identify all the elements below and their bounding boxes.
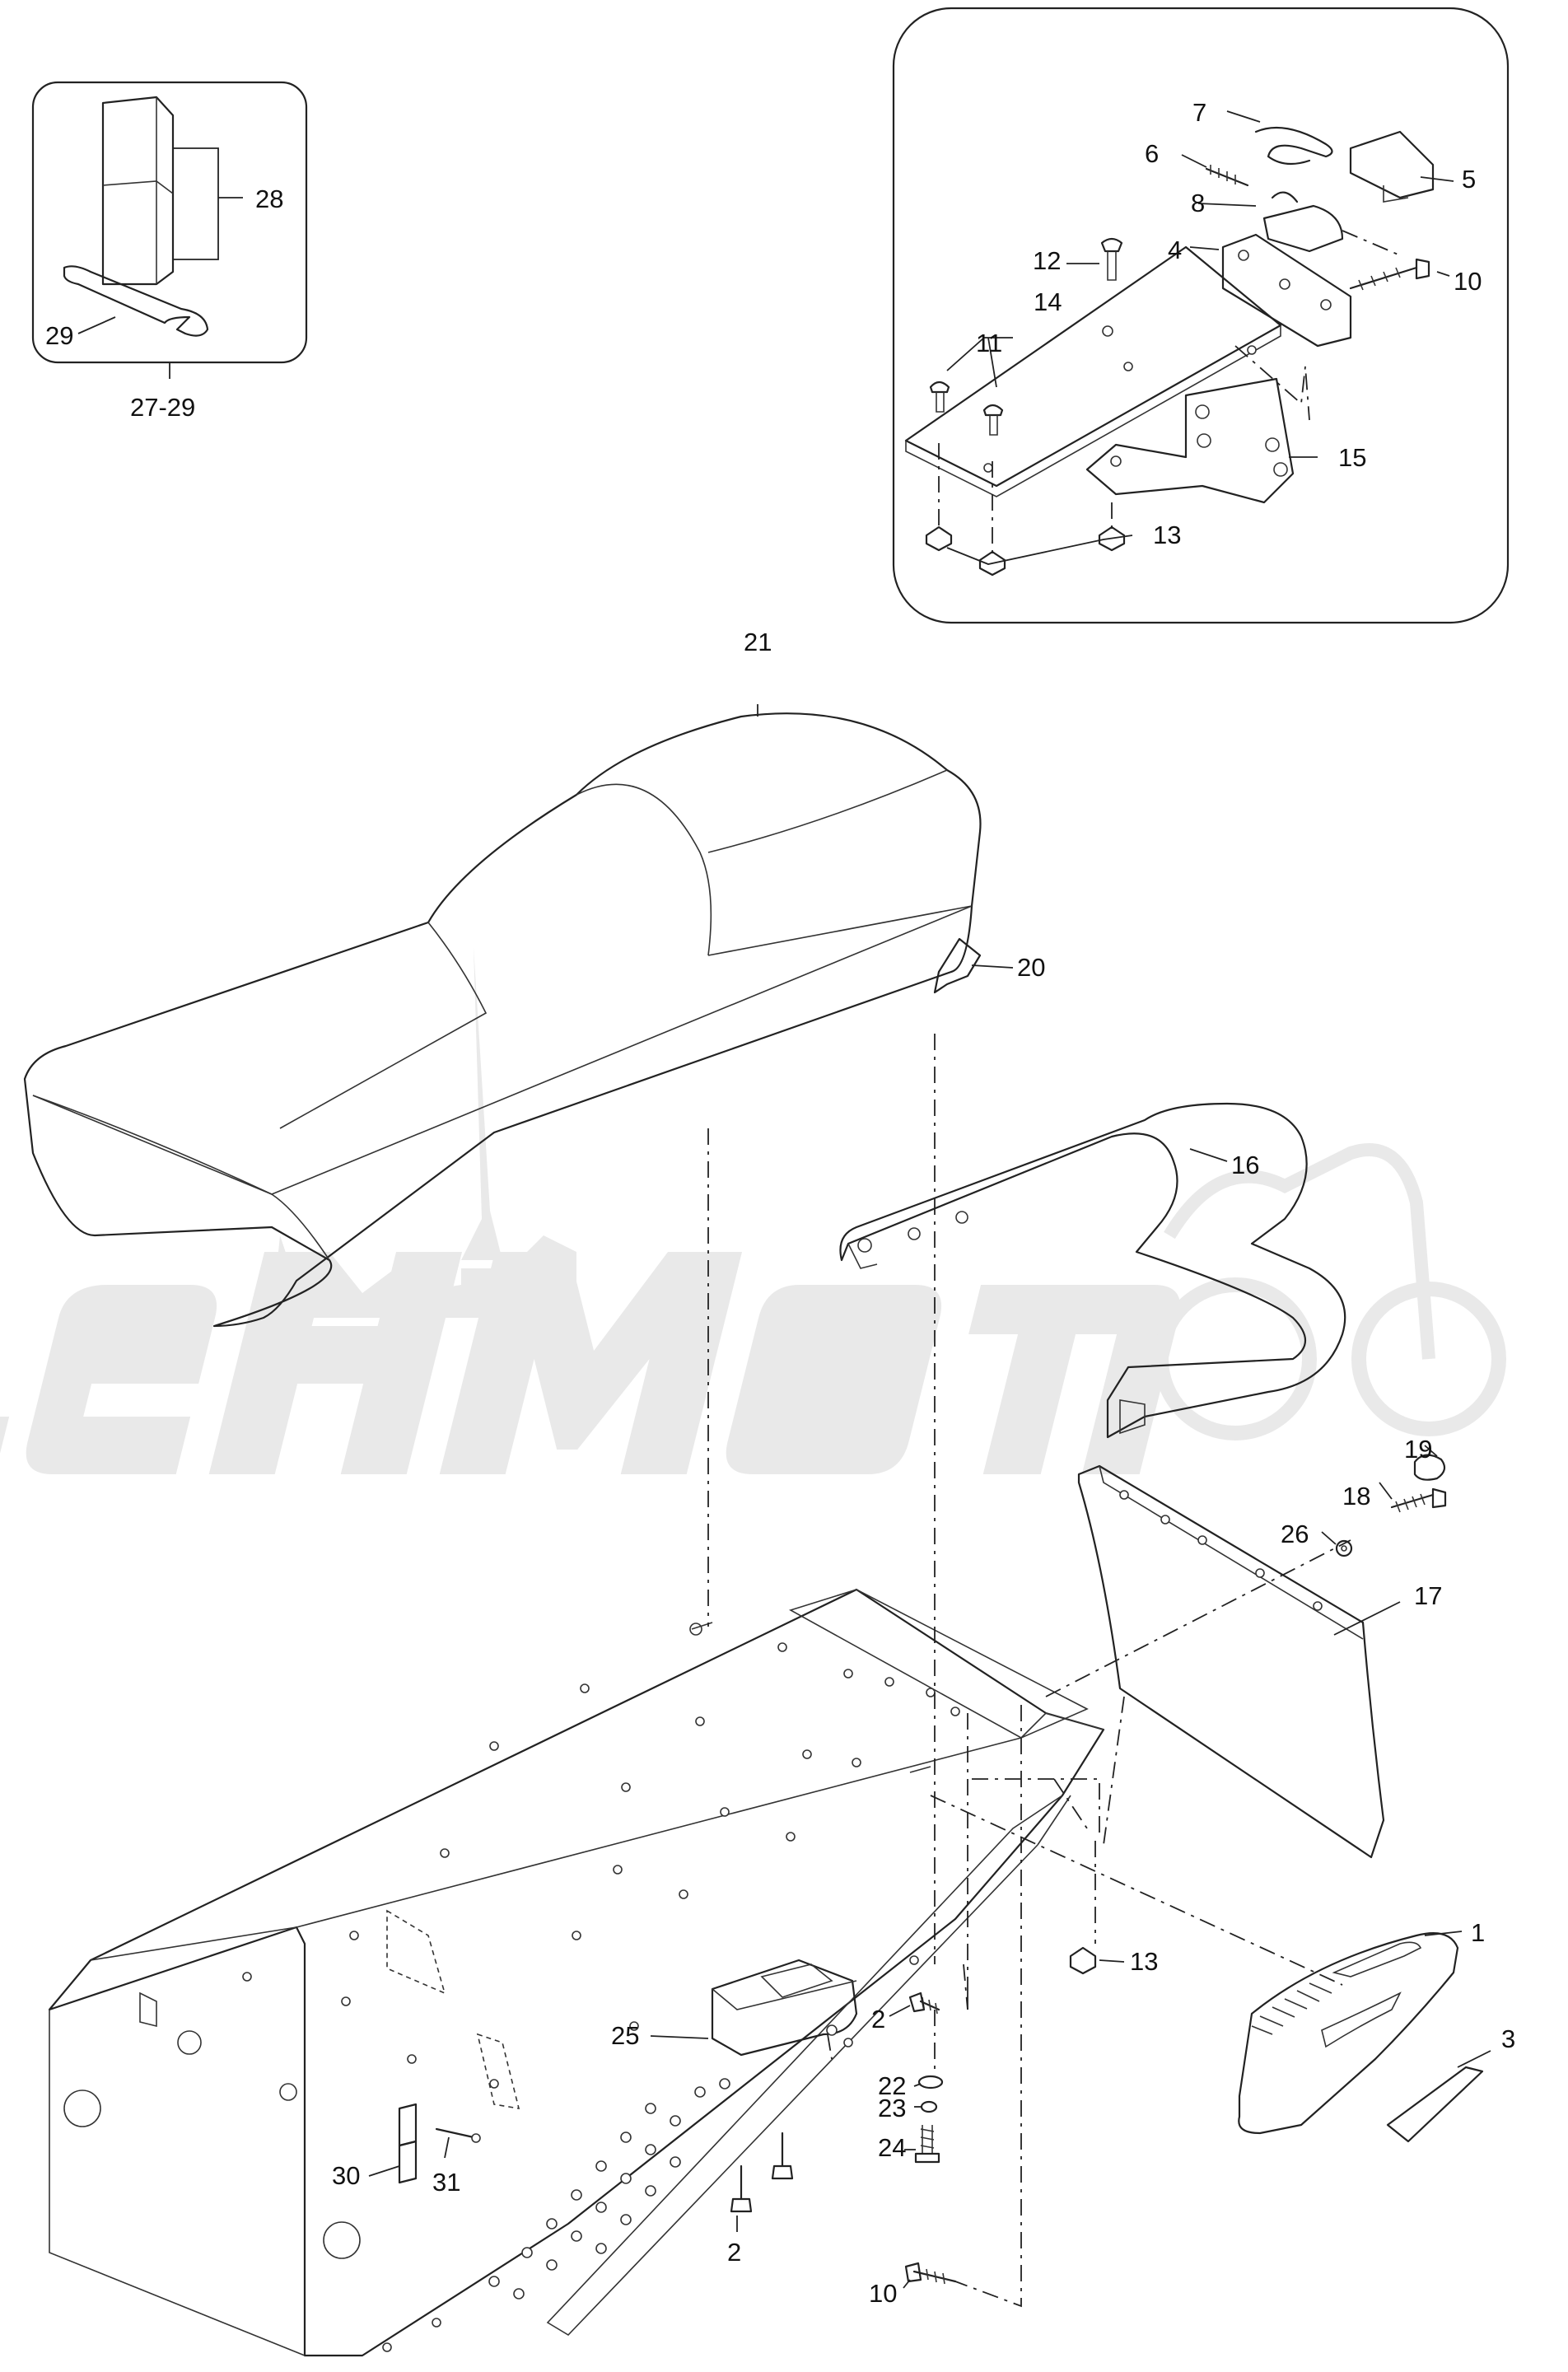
callout-18: 18	[1342, 1482, 1370, 1511]
callout-10-lower: 10	[869, 2279, 897, 2308]
callout-24: 24	[878, 2133, 906, 2162]
hardware-18-19-26	[1321, 1445, 1447, 1557]
grab-handle	[839, 1102, 1346, 1439]
callout-29: 29	[45, 321, 73, 350]
seat	[23, 712, 982, 1328]
plate-25	[711, 1959, 858, 2057]
callout-4: 4	[1168, 236, 1182, 264]
callout-22: 22	[878, 2071, 906, 2100]
callout-2-lower: 2	[727, 2238, 741, 2267]
reflector-3	[1386, 2066, 1484, 2143]
callout-2-upper: 2	[871, 2005, 885, 2033]
assembly-guides	[707, 1034, 1351, 2308]
bumper-hardware	[368, 1991, 957, 2289]
callout-30: 30	[332, 2161, 360, 2190]
callout-13-lower: 13	[1130, 1947, 1158, 1976]
callout-25: 25	[611, 2021, 639, 2050]
callout-14: 14	[1034, 287, 1062, 316]
callout-1: 1	[1471, 1918, 1485, 1947]
callout-10: 10	[1454, 267, 1482, 296]
callout-11: 11	[976, 329, 1002, 357]
callout-20: 20	[1017, 953, 1045, 982]
callout-21: 21	[744, 628, 772, 656]
callout-12: 12	[1033, 246, 1061, 275]
inset-tool-kit	[31, 81, 308, 379]
bumper-1	[1238, 1932, 1459, 2135]
snow-flap	[1077, 1464, 1385, 1859]
tunnel-frame	[48, 1588, 1105, 2357]
callout-17: 17	[1414, 1581, 1442, 1610]
callout-3: 3	[1501, 2024, 1515, 2053]
callout-6: 6	[1145, 139, 1159, 168]
callout-16: 16	[1231, 1151, 1259, 1179]
running-board-holes	[382, 2078, 730, 2352]
callout-27-29: 27-29	[130, 393, 195, 422]
callout-13: 13	[1153, 521, 1181, 549]
callout-26: 26	[1281, 1520, 1309, 1548]
nut-13	[1069, 1946, 1097, 1975]
watermark	[0, 947, 1506, 1474]
callout-28: 28	[255, 184, 283, 213]
callout-31: 31	[432, 2168, 460, 2197]
inset-hitch-assembly	[892, 7, 1510, 624]
callout-23: 23	[878, 2094, 906, 2122]
callout-7: 7	[1192, 98, 1206, 127]
callout-15: 15	[1338, 443, 1366, 472]
callout-8: 8	[1191, 189, 1205, 217]
callout-5: 5	[1462, 165, 1476, 194]
callout-19: 19	[1404, 1435, 1432, 1464]
